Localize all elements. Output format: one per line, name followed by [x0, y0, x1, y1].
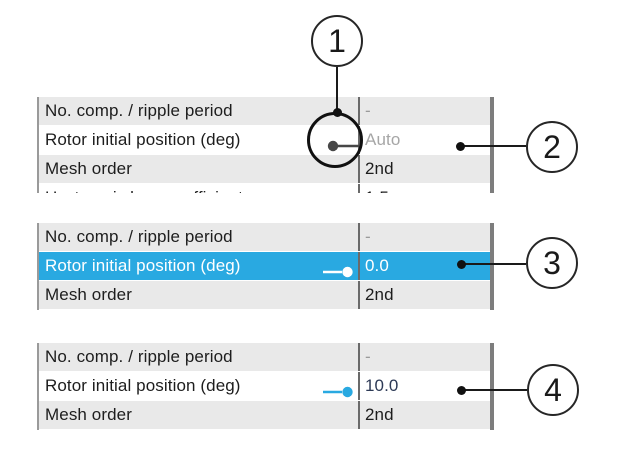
callout-4: 4 — [527, 364, 579, 416]
table-row[interactable]: Rotor initial position (deg) Auto — [39, 126, 490, 155]
callout-3: 3 — [526, 237, 578, 289]
table-row-selected[interactable]: Rotor initial position (deg) 0.0 — [39, 252, 490, 281]
row-label: No. comp. / ripple period — [45, 347, 233, 366]
row-label: No. comp. / ripple period — [45, 101, 233, 120]
leader-line-1 — [336, 67, 338, 110]
row-value[interactable]: - — [358, 223, 490, 251]
table-row[interactable]: Mesh order 2nd — [39, 281, 490, 310]
row-label: Mesh order — [45, 159, 132, 178]
leader-dot-3 — [457, 260, 466, 269]
table-row[interactable]: Mesh order 2nd — [39, 155, 490, 184]
row-value[interactable]: Auto — [358, 126, 490, 154]
table-row[interactable]: Rotor initial position (deg) 10.0 — [39, 372, 490, 401]
callout-number: 1 — [328, 22, 346, 59]
row-label: Mesh order — [45, 405, 132, 424]
table-row[interactable]: No. comp. / ripple period - — [39, 223, 490, 252]
callout-number: 4 — [544, 371, 562, 408]
table-row-clipped[interactable]: Hysteresis loss coefficient 1.5 — [39, 184, 490, 193]
leader-dot-1 — [333, 108, 342, 117]
table-row[interactable]: No. comp. / ripple period - — [39, 343, 490, 372]
table-row[interactable]: Mesh order 2nd — [39, 401, 490, 430]
callout-1: 1 — [311, 15, 363, 67]
property-table-selected-state: No. comp. / ripple period - Rotor initia… — [37, 223, 494, 310]
row-label: Mesh order — [45, 285, 132, 304]
slider-handle-manual-icon[interactable] — [322, 260, 359, 278]
row-value[interactable]: 2nd — [358, 281, 490, 309]
row-value[interactable]: 2nd — [358, 401, 490, 429]
property-table-edited-state: No. comp. / ripple period - Rotor initia… — [37, 343, 494, 430]
leader-line-3 — [464, 263, 526, 265]
row-value[interactable]: 1.5 — [358, 184, 490, 193]
row-value[interactable]: 2nd — [358, 155, 490, 183]
slider-handle-auto-icon[interactable] — [322, 134, 359, 152]
leader-line-4 — [464, 389, 527, 391]
row-label: Rotor initial position (deg) — [45, 376, 241, 395]
row-value[interactable]: - — [358, 97, 490, 125]
row-value[interactable]: - — [358, 343, 490, 371]
table-row[interactable]: No. comp. / ripple period - — [39, 97, 490, 126]
callout-2: 2 — [526, 121, 578, 173]
row-label: No. comp. / ripple period — [45, 227, 233, 246]
row-label: Rotor initial position (deg) — [45, 256, 241, 275]
leader-dot-4 — [457, 386, 466, 395]
property-table-auto-state: No. comp. / ripple period - Rotor initia… — [37, 97, 494, 193]
row-value[interactable]: 10.0 — [358, 372, 490, 400]
leader-dot-2 — [456, 142, 465, 151]
row-label: Hysteresis loss coefficient — [39, 184, 358, 193]
row-label: Rotor initial position (deg) — [45, 130, 241, 149]
callout-number: 3 — [543, 244, 561, 281]
slider-handle-manual-icon[interactable] — [322, 380, 359, 398]
callout-number: 2 — [543, 128, 561, 165]
leader-line-2 — [463, 145, 526, 147]
row-value[interactable]: 0.0 — [358, 252, 490, 280]
